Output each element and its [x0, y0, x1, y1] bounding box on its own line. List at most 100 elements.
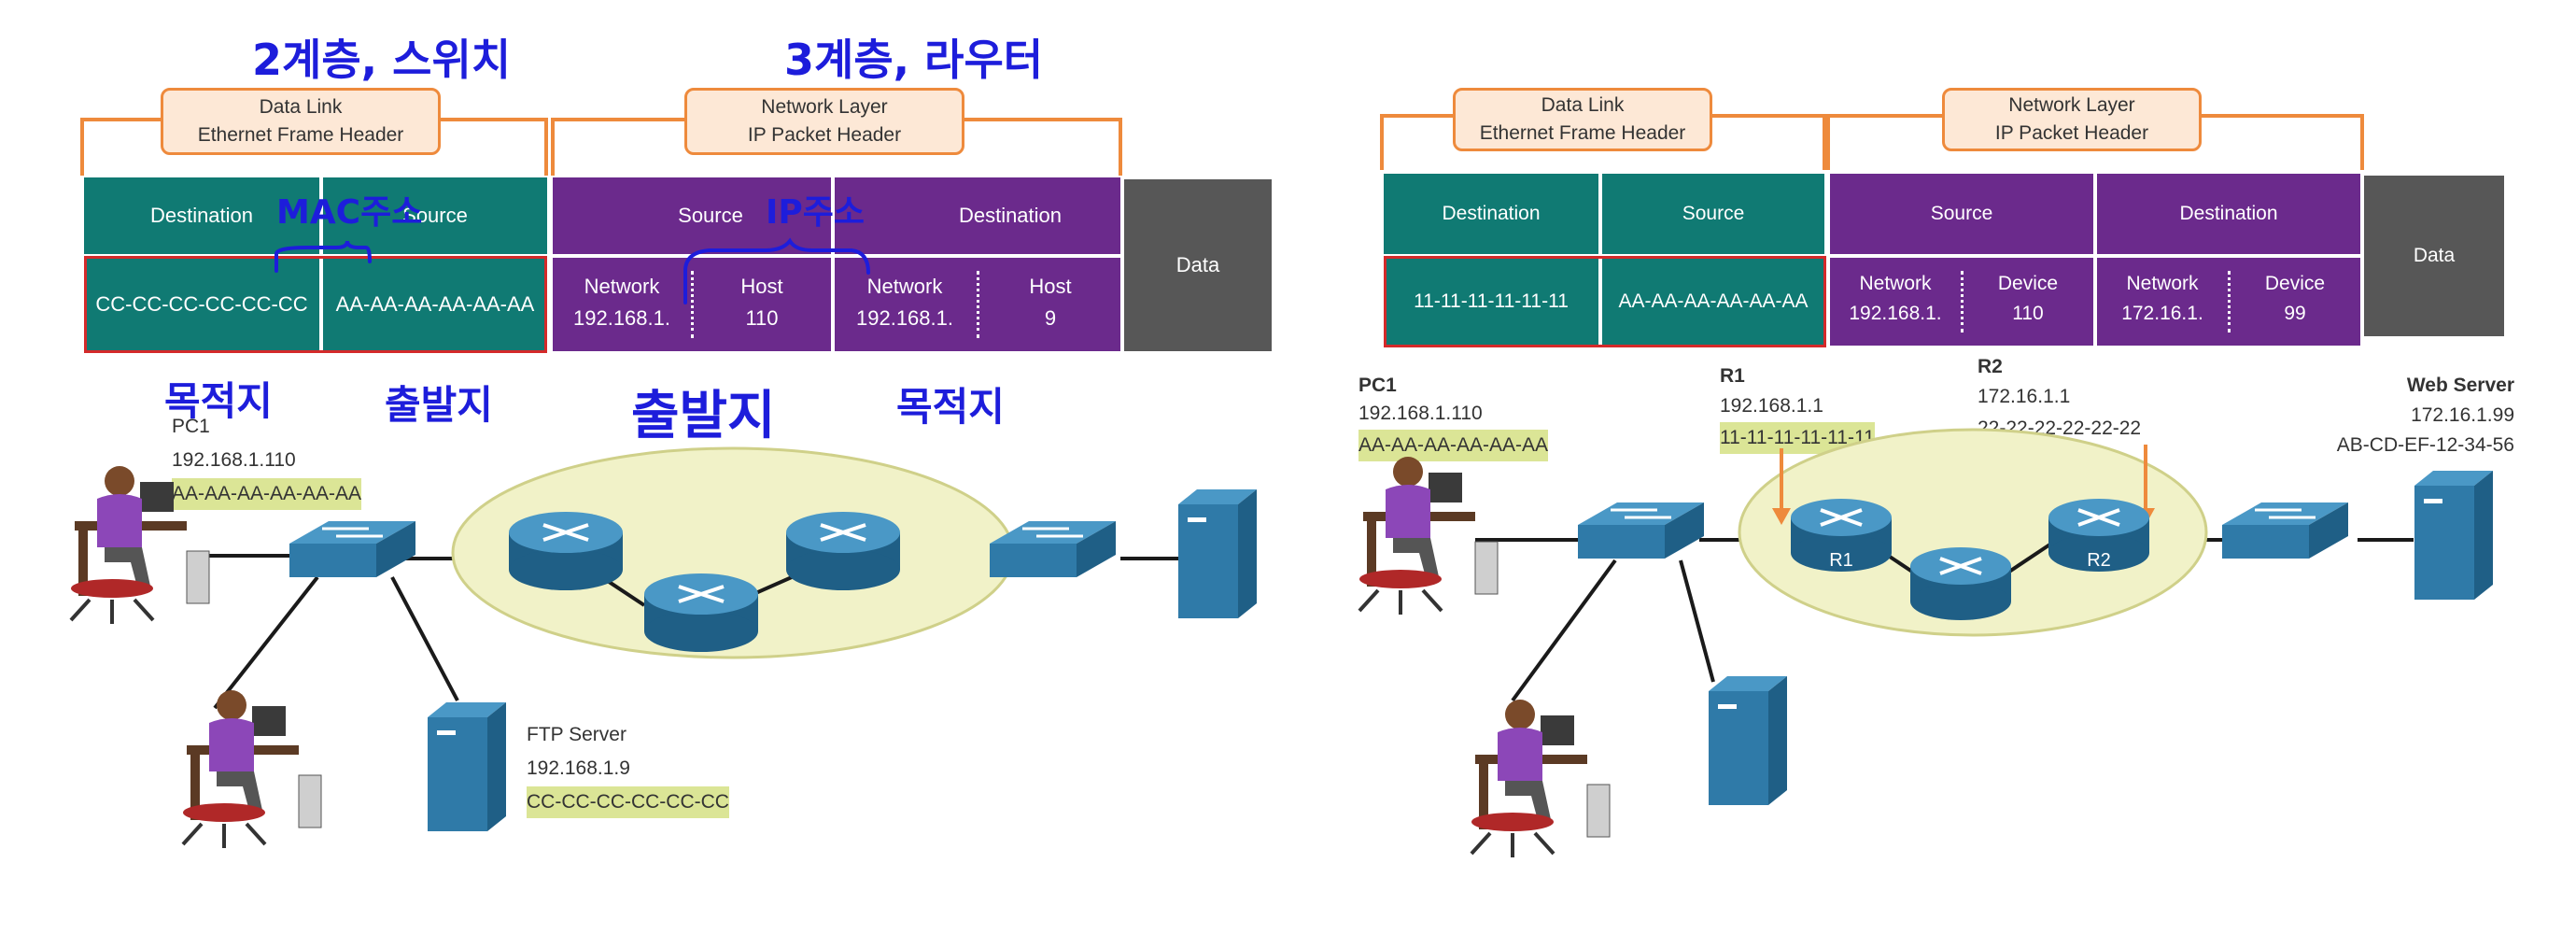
- datalink-header-line1: Data Link: [259, 96, 343, 118]
- left-src-mac-label: Source: [323, 177, 547, 254]
- left-ip-src-label: Source: [553, 177, 831, 254]
- right-ip-dest-label: Destination: [2097, 174, 2360, 254]
- left-src-mac-value: AA-AA-AA-AA-AA-AA: [323, 258, 547, 351]
- left-pc1-user-icon: [69, 466, 210, 624]
- left-router-2-icon: [644, 573, 758, 652]
- left-pc2-user-icon: [181, 690, 322, 848]
- right-dst-network-label: Network: [2126, 273, 2199, 294]
- network-header-line1: Network Layer: [761, 96, 888, 118]
- right-pc1-mac: AA-AA-AA-AA-AA-AA: [1358, 430, 1549, 461]
- left-ftp-mac: CC-CC-CC-CC-CC-CC: [527, 786, 729, 818]
- right-r2-icon-label: R2: [2087, 550, 2111, 571]
- right-network-header-line1: Network Layer: [2008, 94, 2135, 116]
- right-network-cloud: [1738, 428, 2208, 637]
- left-data-cell: Data: [1124, 179, 1272, 351]
- left-switch-2-icon: [990, 521, 1116, 577]
- right-pc1-user-icon: [1358, 457, 1499, 615]
- left-switch-1-icon: [289, 521, 415, 577]
- right-pc1-name: PC1: [1358, 375, 1397, 396]
- left-dst-network-label: Network: [866, 275, 943, 298]
- right-web-mac: AB-CD-EF-12-34-56: [2336, 434, 2514, 456]
- right-router-middle-icon: [1910, 547, 2011, 620]
- annotation-src-ip: 출발지: [631, 386, 776, 446]
- right-src-mac-label: Source: [1602, 174, 1824, 254]
- right-r1-ip: 192.168.1.1: [1720, 395, 1823, 417]
- left-src-divider: [691, 271, 694, 338]
- right-switch-2-icon: [2222, 502, 2348, 559]
- right-dest-mac-value: 11-11-11-11-11-11: [1384, 258, 1598, 346]
- annotation-dest-mac: 목적지: [164, 378, 273, 424]
- right-r1-name: R1: [1720, 365, 1745, 387]
- right-network-header-line2: IP Packet Header: [1994, 122, 2149, 144]
- datalink-header-box: Data Link Ethernet Frame Header: [161, 88, 441, 155]
- handwritten-braces: [274, 237, 870, 304]
- left-src-network-label: Network: [584, 275, 660, 298]
- left-ip-dest-label: Destination: [835, 177, 1120, 254]
- network-header-box: Network Layer IP Packet Header: [684, 88, 964, 155]
- left-mac-highlight-box: [84, 256, 547, 353]
- right-dst-network-value: 172.16.1.: [2121, 303, 2203, 324]
- right-pc1-ip: 192.168.1.110: [1358, 403, 1483, 424]
- right-dst-divider: [2228, 271, 2231, 333]
- right-src-divider: [1961, 271, 1964, 333]
- annotation-ip: IP주소: [766, 193, 866, 232]
- right-pc2-user-icon: [1470, 700, 1611, 857]
- right-dst-device-value: 99: [2284, 303, 2306, 324]
- left-dst-host-label: Host: [1029, 275, 1072, 298]
- right-r1-icon-label: R1: [1829, 550, 1853, 571]
- left-dst-ip-cell: Network 192.168.1. Host 9: [835, 258, 1120, 351]
- right-datalink-header-line1: Data Link: [1541, 94, 1625, 116]
- right-web-name: Web Server: [2406, 375, 2514, 396]
- right-r2-ip: 172.16.1.1: [1978, 386, 2071, 407]
- left-src-network-value: 192.168.1.: [573, 306, 670, 330]
- right-datalink-header-line2: Ethernet Frame Header: [1479, 122, 1686, 144]
- datalink-header-line2: Ethernet Frame Header: [197, 124, 404, 146]
- right-src-device-value: 110: [2012, 303, 2044, 324]
- annotation-src-mac: 출발지: [385, 382, 493, 428]
- left-pc1-mac: AA-AA-AA-AA-AA-AA: [172, 478, 362, 510]
- right-src-mac-value: AA-AA-AA-AA-AA-AA: [1602, 258, 1824, 346]
- right-r1-arrow-icon: [1772, 448, 1791, 525]
- right-header-brackets: [1380, 114, 2364, 170]
- right-router-r1-icon: R1: [1791, 499, 1892, 572]
- annotation-mac: MAC주소: [276, 193, 423, 232]
- right-web-server-icon: [2414, 471, 2493, 600]
- left-dst-host-value: 9: [1044, 306, 1057, 330]
- right-network-header-box: Network Layer IP Packet Header: [1942, 88, 2202, 151]
- right-r1-mac: 11-11-11-11-11-11: [1720, 422, 1875, 454]
- right-dst-device-label: Device: [2264, 273, 2326, 294]
- right-r2-name: R2: [1978, 356, 2003, 377]
- right-switch-1-icon: [1578, 502, 1704, 559]
- right-src-ip-cell: Network 192.168.1. Device 110: [1830, 258, 2093, 346]
- left-topology: [69, 446, 1257, 848]
- right-data-cell: Data: [2364, 176, 2504, 336]
- left-src-host-label: Host: [740, 275, 783, 298]
- left-dst-divider: [977, 271, 979, 338]
- right-src-network-label: Network: [1859, 273, 1932, 294]
- right-mac-highlight-box: [1384, 256, 1826, 347]
- left-header-brackets: [80, 118, 1122, 176]
- right-src-network-value: 192.168.1.: [1849, 303, 1942, 324]
- right-web-ip: 172.16.1.99: [2411, 404, 2514, 426]
- annotation-layer2: 2계층, 스위치: [252, 35, 512, 85]
- left-dest-mac-label: Destination: [84, 177, 319, 254]
- left-ftp-ip: 192.168.1.9: [527, 757, 630, 779]
- network-header-line2: IP Packet Header: [747, 124, 902, 146]
- right-topology: R1 R2: [1358, 428, 2493, 857]
- left-router-3-icon: [786, 512, 900, 590]
- right-src-device-label: Device: [1997, 273, 2059, 294]
- left-pc1-ip: 192.168.1.110: [172, 449, 296, 471]
- left-pc1-name: PC1: [172, 416, 210, 437]
- right-ip-src-label: Source: [1830, 174, 2093, 254]
- left-server-icon: [1178, 489, 1257, 618]
- left-dst-network-value: 192.168.1.: [856, 306, 953, 330]
- right-local-server-icon: [1709, 676, 1787, 805]
- left-dest-mac-value: CC-CC-CC-CC-CC-CC: [84, 258, 319, 351]
- left-ftp-name: FTP Server: [527, 724, 626, 745]
- left-router-1-icon: [509, 512, 623, 590]
- right-datalink-header-box: Data Link Ethernet Frame Header: [1453, 88, 1712, 151]
- left-src-host-value: 110: [745, 306, 779, 330]
- right-dest-mac-label: Destination: [1384, 174, 1598, 254]
- annotation-layer3: 3계층, 라우터: [784, 35, 1044, 85]
- annotation-dest-ip: 목적지: [896, 384, 1005, 430]
